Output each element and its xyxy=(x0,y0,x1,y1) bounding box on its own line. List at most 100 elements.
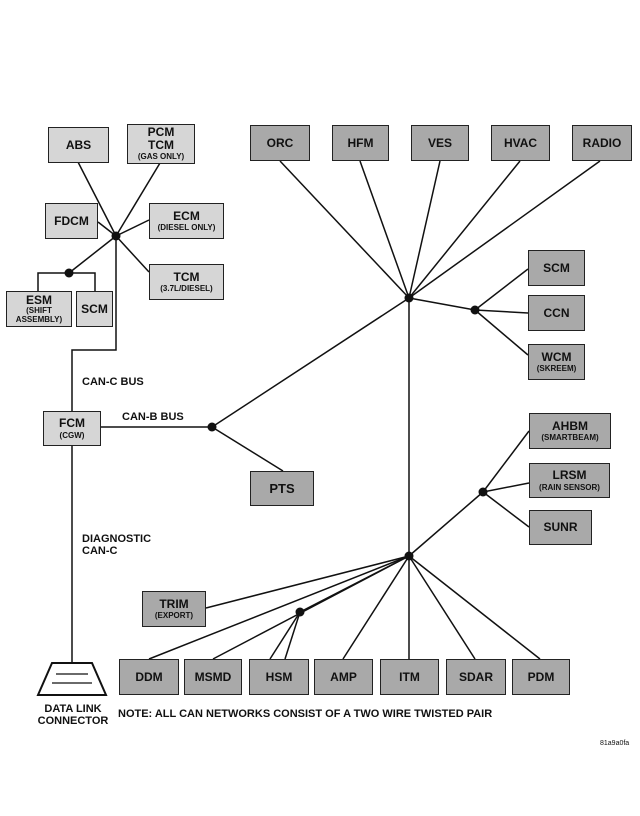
data-link-connector-label: DATA LINK CONNECTOR xyxy=(30,703,116,727)
diagnostic-label: DIAGNOSTIC CAN-C xyxy=(82,533,151,557)
pts-label: PTS xyxy=(269,480,295,496)
scm-left-module: SCM xyxy=(76,291,113,327)
junction-dot xyxy=(111,231,121,241)
wire-scm-right xyxy=(474,268,529,311)
export-note: (EXPORT) xyxy=(154,611,194,621)
ecm-module: ECM (DIESEL ONLY) xyxy=(149,203,224,239)
msmd-module: MSMD xyxy=(184,659,242,695)
wire-hsm-branch xyxy=(299,555,410,613)
sdar-label: SDAR xyxy=(458,669,493,684)
wire-hvac xyxy=(408,160,521,299)
ves-module: VES xyxy=(411,125,469,161)
fdcm-label: FDCM xyxy=(54,213,89,228)
wire-pts xyxy=(211,426,284,472)
abs-module: ABS xyxy=(48,127,109,163)
ahbm-label: AHBM xyxy=(552,418,588,433)
sunr-module: SUNR xyxy=(529,510,592,545)
junction-dot xyxy=(404,551,414,561)
wire-wcm xyxy=(474,309,529,356)
wire-lrsm xyxy=(482,482,530,493)
esm-label: ESM xyxy=(25,292,52,307)
junction-dot xyxy=(64,268,74,278)
wire-hsm-b xyxy=(284,611,301,660)
fcm-label: FCM xyxy=(59,416,85,430)
junction-dot xyxy=(404,293,414,303)
wire-ahbm xyxy=(482,430,530,493)
can-b-bus-label: CAN-B BUS xyxy=(122,411,184,423)
wire-tcm xyxy=(115,235,150,273)
sunr-label: SUNR xyxy=(543,520,578,535)
sdar-module: SDAR xyxy=(446,659,506,695)
wire-ahbm-cluster xyxy=(408,491,484,557)
itm-module: ITM xyxy=(380,659,439,695)
esm-note-line2: ASSEMBLY) xyxy=(15,314,63,324)
ecm-label: ECM xyxy=(173,208,200,223)
esm-module: ESM (SHIFT ASSEMBLY) xyxy=(6,291,72,327)
hfm-module: HFM xyxy=(332,125,389,161)
wire-esm-branch xyxy=(68,235,117,274)
hsm-label: HSM xyxy=(265,669,293,684)
can-c-bus-label: CAN-C BUS xyxy=(82,376,144,388)
lrsm-module: LRSM (RAIN SENSOR) xyxy=(529,463,610,498)
pdm-module: PDM xyxy=(512,659,570,695)
diagnostic-line2: CAN-C xyxy=(82,545,118,558)
scm-left-label: SCM xyxy=(81,301,108,316)
ddm-module: DDM xyxy=(119,659,179,695)
ccn-module: CCN xyxy=(528,295,585,331)
wire-sunr xyxy=(482,491,530,528)
tcm-name-label: TCM xyxy=(173,269,200,284)
wire-pdm xyxy=(408,555,541,660)
wire-ddm xyxy=(148,555,410,660)
junction-dot xyxy=(478,487,488,497)
fdcm-module: FDCM xyxy=(45,203,98,239)
ccn-label: CCN xyxy=(543,305,570,320)
tcm-module: TCM (3.7L/DIESEL) xyxy=(149,264,224,300)
skreem-note: (SKREEM) xyxy=(536,364,577,374)
connector-line2: CONNECTOR xyxy=(37,715,109,728)
hsm-module: HSM xyxy=(249,659,309,695)
esm-note-line1: (SHIFT xyxy=(26,306,52,316)
radio-label: RADIO xyxy=(582,135,622,150)
twisted-pair-note: NOTE: ALL CAN NETWORKS CONSIST OF A TWO … xyxy=(118,708,493,720)
trim-label: TRIM xyxy=(159,596,189,611)
wire-ecm xyxy=(115,219,150,237)
diesel-only-note: (DIESEL ONLY) xyxy=(157,223,216,233)
tcm-label: TCM xyxy=(148,137,174,152)
radio-module: RADIO xyxy=(572,125,632,161)
tcm-variant-note: (3.7L/DIESEL) xyxy=(160,284,213,294)
pdm-label: PDM xyxy=(527,669,555,684)
msmd-label: MSMD xyxy=(194,669,232,684)
wcm-module: WCM (SKREEM) xyxy=(528,344,585,380)
wire-trim xyxy=(205,555,410,609)
figure-code: 81a9a0fa xyxy=(600,740,630,747)
wire-hsm-a xyxy=(269,611,301,660)
ahbm-module: AHBM (SMARTBEAM) xyxy=(529,413,611,449)
wire-hfm xyxy=(359,160,410,299)
data-link-connector-icon xyxy=(36,662,108,696)
wire-can-c-bus xyxy=(71,236,117,411)
wire-orc xyxy=(279,160,410,299)
orc-label: ORC xyxy=(266,135,294,150)
wire-radio xyxy=(408,160,601,299)
smartbeam-note: (SMARTBEAM) xyxy=(541,433,599,443)
trim-module: TRIM (EXPORT) xyxy=(142,591,206,627)
pts-module: PTS xyxy=(250,471,314,506)
abs-label: ABS xyxy=(65,137,92,152)
gas-only-note: (GAS ONLY) xyxy=(137,152,185,162)
junction-dot xyxy=(470,305,480,315)
wire-ves xyxy=(408,160,441,299)
junction-dot xyxy=(207,422,217,432)
ves-label: VES xyxy=(427,135,452,150)
amp-module: AMP xyxy=(314,659,373,695)
fcm-module: FCM (CGW) xyxy=(43,411,101,446)
wire-amp xyxy=(342,555,410,660)
pcm-tcm-module: PCM TCM (GAS ONLY) xyxy=(127,124,195,164)
wire-ccn xyxy=(474,309,529,314)
wire-pcm xyxy=(115,162,161,237)
scm-right-module: SCM xyxy=(528,250,585,286)
orc-module: ORC xyxy=(250,125,310,161)
scm-right-label: SCM xyxy=(543,260,570,275)
rain-sensor-note: (RAIN SENSOR) xyxy=(539,482,600,492)
wire-abs xyxy=(77,161,117,237)
